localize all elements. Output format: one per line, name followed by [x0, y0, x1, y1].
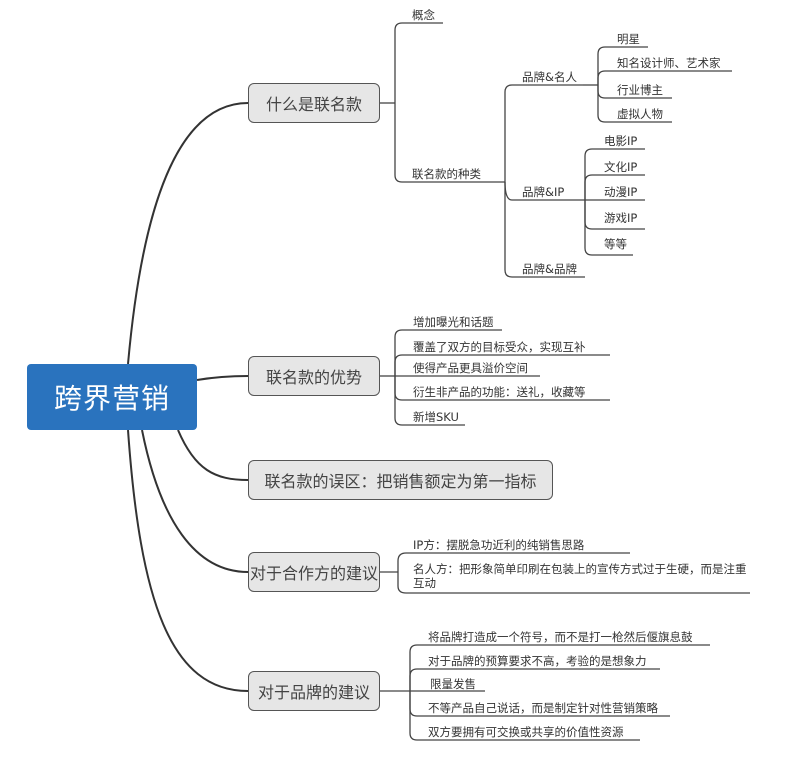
leaf-node[interactable]: 知名设计师、艺术家	[617, 56, 721, 70]
leaf-node[interactable]: 行业博主	[617, 83, 663, 97]
leaf-node[interactable]: 名人方：把形象简单印刷在包装上的宣传方式过于生硬，而是注重互动	[413, 562, 747, 590]
leaf-node[interactable]: 等等	[604, 237, 627, 251]
leaf-node[interactable]: 虚拟人物	[617, 107, 663, 121]
root-node[interactable]: 跨界营销	[27, 364, 197, 430]
branch-label: 联名款的误区：把销售额定为第一指标	[264, 472, 537, 491]
node-co-brand-types[interactable]: 联名款的种类	[412, 167, 481, 181]
connector-root-branch-3	[177, 429, 249, 481]
node-brand-ip[interactable]: 品牌&IP	[522, 185, 565, 199]
leaf-node[interactable]: 将品牌打造成一个符号，而不是打一枪然后偃旗息鼓	[428, 630, 693, 644]
leaf-node[interactable]: 对于品牌的预算要求不高，考验的是想象力	[428, 654, 647, 668]
connector-root-branch-5	[127, 429, 249, 692]
branch-brand-advice[interactable]: 对于品牌的建议	[248, 671, 380, 711]
branch-partner-advice[interactable]: 对于合作方的建议	[248, 552, 380, 592]
root-label: 跨界营销	[53, 382, 170, 415]
leaf-node[interactable]: 限量发售	[430, 677, 476, 691]
leaf-node[interactable]: 覆盖了双方的目标受众，实现互补	[413, 340, 586, 354]
leaf-node[interactable]: 增加曝光和话题	[413, 315, 494, 329]
branch-label: 什么是联名款	[265, 95, 362, 114]
connector-root-branch-1	[127, 102, 249, 365]
branch-label: 对于品牌的建议	[257, 683, 370, 702]
node-brand-brand[interactable]: 品牌&品牌	[522, 262, 577, 276]
branch-misconception[interactable]: 联名款的误区：把销售额定为第一指标	[248, 460, 553, 500]
leaf-node[interactable]: 衍生非产品的功能：送礼，收藏等	[413, 385, 586, 399]
leaf-node[interactable]: 动漫IP	[604, 185, 638, 199]
leaf-node[interactable]: 不等产品自己说话，而是制定针对性营销策略	[428, 701, 658, 715]
branch-label: 对于合作方的建议	[249, 564, 378, 583]
leaf-node[interactable]: 文化IP	[604, 160, 638, 174]
leaf-node[interactable]: 使得产品更具溢价空间	[413, 361, 528, 375]
leaf-node[interactable]: 新增SKU	[413, 410, 459, 424]
leaf-node[interactable]: IP方：摆脱急功近利的纯销售思路	[413, 538, 585, 552]
leaf-node[interactable]: 电影IP	[604, 134, 638, 148]
leaf-node[interactable]: 明星	[617, 32, 640, 46]
connector-root-branch-2	[196, 375, 249, 381]
branch-advantages[interactable]: 联名款的优势	[248, 356, 380, 396]
leaf-node[interactable]: 游戏IP	[604, 211, 638, 225]
connector-root-branch-4	[141, 429, 249, 573]
node-concept[interactable]: 概念	[412, 8, 435, 22]
branch-label: 联名款的优势	[265, 368, 362, 387]
leaf-node[interactable]: 双方要拥有可交换或共享的价值性资源	[428, 725, 624, 739]
node-brand-celebrity[interactable]: 品牌&名人	[522, 70, 577, 84]
branch-what-is-co-brand[interactable]: 什么是联名款	[248, 83, 380, 123]
